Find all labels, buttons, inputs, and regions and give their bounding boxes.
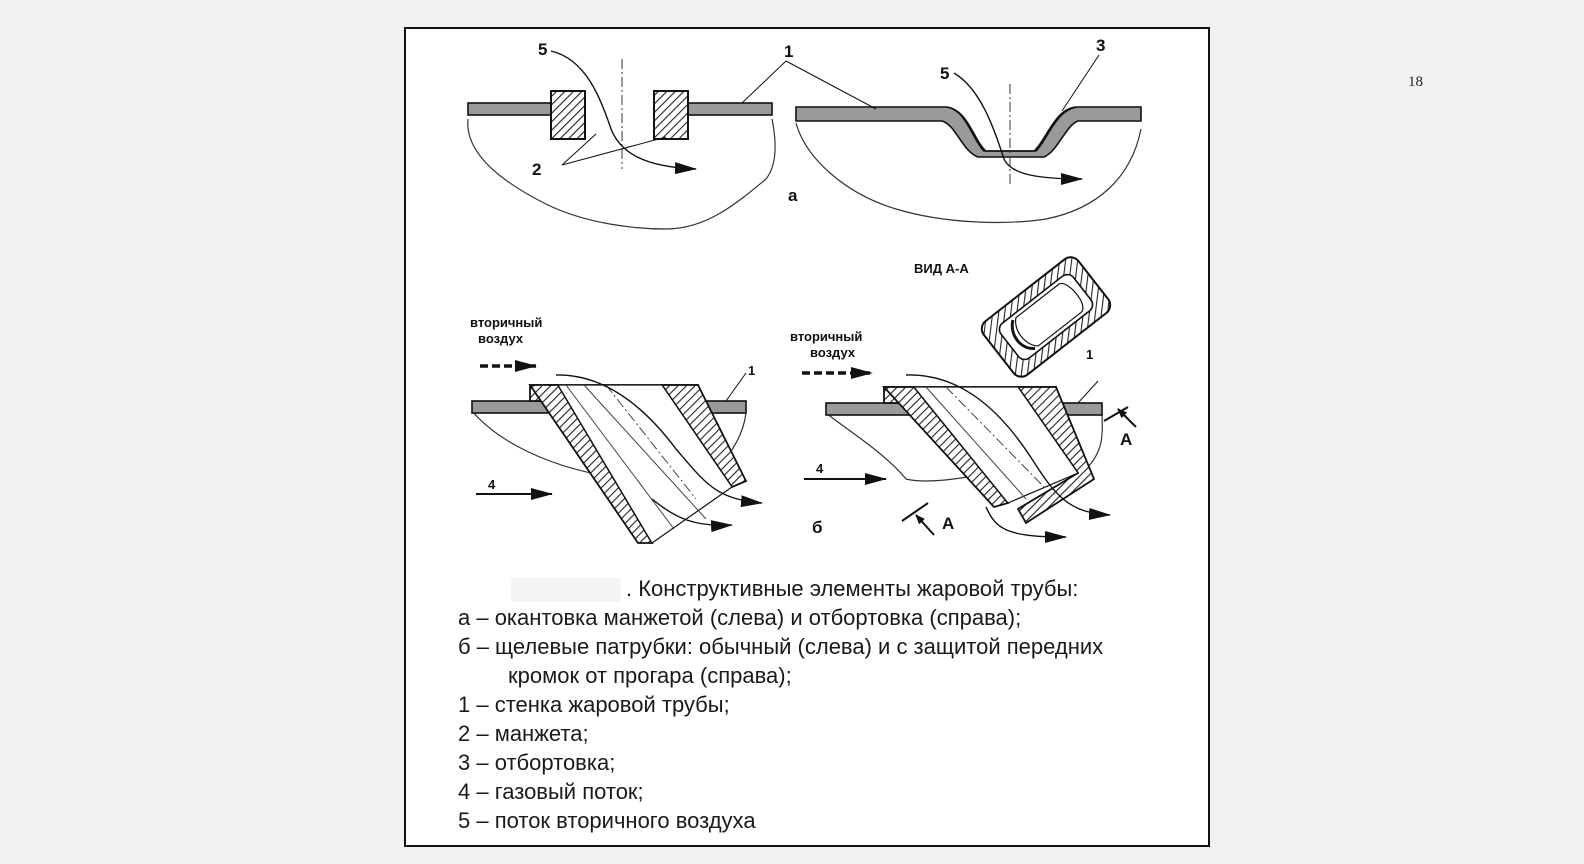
label-number-2: 2 xyxy=(532,160,541,179)
caption-line: а – окантовка манжетой (слева) и отборто… xyxy=(458,605,1022,630)
view-aa-section xyxy=(980,256,1112,378)
label-number-4-left: 4 xyxy=(488,477,496,492)
caption-line: 3 – отбортовка; xyxy=(458,750,616,775)
slot-nozzle-right xyxy=(802,367,1137,543)
combustor-liner-diagram: 1 5 2 5 3 а ВИД А-А вторичный воздух вто… xyxy=(467,36,1142,544)
label-part-a: а xyxy=(788,186,798,205)
figure-frame: 1 5 2 5 3 а ВИД А-А вторичный воздух вто… xyxy=(404,27,1210,847)
label-section-a-right: А xyxy=(1120,430,1132,449)
figure-caption: . Конструктивные элементы жаровой трубы:… xyxy=(458,574,1208,835)
caption-title: . Конструктивные элементы жаровой трубы: xyxy=(626,576,1079,601)
label-secondary-air-left-2: воздух xyxy=(478,331,524,346)
label-secondary-air-right-2: воздух xyxy=(810,345,856,360)
cuff-detail xyxy=(467,50,776,230)
caption-line: б – щелевые патрубки: обычный (слева) и … xyxy=(458,634,1104,659)
caption-line: 1 – стенка жаровой трубы; xyxy=(458,692,730,717)
slot-nozzle-left xyxy=(471,360,763,544)
label-section-a-bottom: А xyxy=(942,514,954,533)
label-number-3: 3 xyxy=(1096,36,1105,55)
page-number: 18 xyxy=(1408,74,1423,90)
caption-line: 5 – поток вторичного воздуха xyxy=(458,808,756,833)
obscured-figure-number xyxy=(511,578,621,602)
label-number-1-top: 1 xyxy=(784,42,793,61)
flanging-detail xyxy=(741,54,1142,224)
label-number-4-right: 4 xyxy=(816,461,824,476)
label-number-5-right: 5 xyxy=(940,64,949,83)
caption-line: 4 – газовый поток; xyxy=(458,779,644,804)
label-part-b: б xyxy=(812,518,823,537)
label-view-aa: ВИД А-А xyxy=(914,261,969,276)
caption-line: кромок от прогара (справа); xyxy=(508,663,792,688)
label-number-1-bottom-right: 1 xyxy=(1086,347,1093,362)
label-number-1-bottom-left: 1 xyxy=(748,363,755,378)
label-secondary-air-right-1: вторичный xyxy=(790,329,862,344)
label-secondary-air-left-1: вторичный xyxy=(470,315,542,330)
label-number-5-left: 5 xyxy=(538,40,547,59)
caption-line: 2 – манжета; xyxy=(458,721,589,746)
